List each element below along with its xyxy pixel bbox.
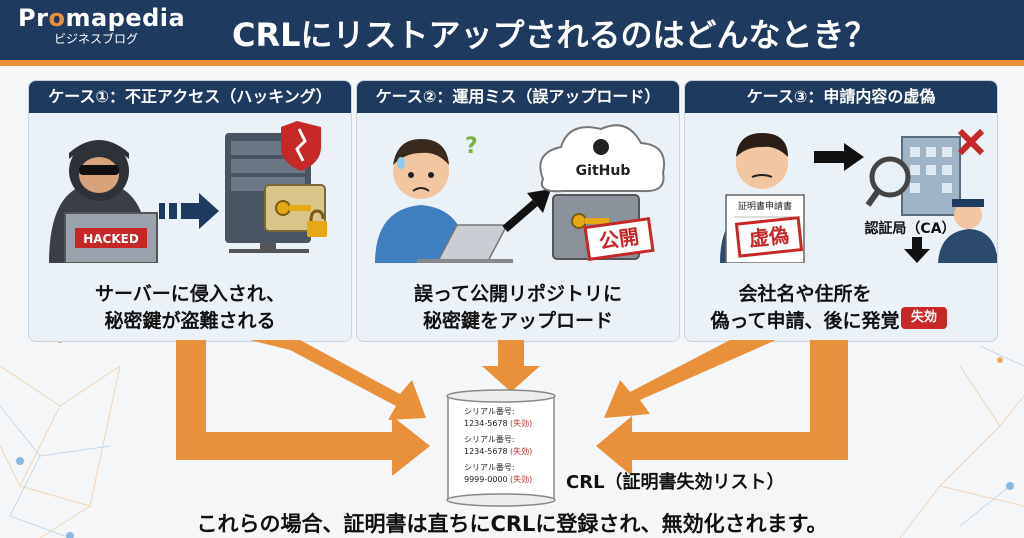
case-heading: ケース②：運用ミス（誤アップロード） bbox=[357, 81, 679, 113]
ca-label: 認証局（CA） bbox=[864, 220, 955, 237]
case-panel-false-application: ケース③：申請内容の虚偽 証明書申請書 虚偽 bbox=[684, 80, 998, 342]
header-bar bbox=[0, 0, 1024, 66]
crl-label: CRL（証明書失効リスト） bbox=[566, 472, 785, 493]
arrow-from-case1 bbox=[176, 340, 430, 476]
page-title: CRLにリストアップされるのはどんなとき？ bbox=[232, 16, 877, 54]
svg-text:虚偽: 虚偽 bbox=[748, 223, 790, 251]
laptop-hacked-text: HACKED bbox=[83, 232, 139, 246]
case-description: 誤って公開リポジトリに 秘密鍵をアップロード bbox=[413, 283, 623, 332]
crl-entry-status: (失効) bbox=[510, 418, 532, 428]
crl-entry-label: シリアル番号: bbox=[464, 462, 515, 472]
false-application-illustration: 証明書申請書 虚偽 bbox=[720, 128, 997, 263]
crl-entry-serial: 1234-5678 bbox=[464, 419, 508, 428]
header-accent-stripe bbox=[0, 60, 1024, 66]
arrow-from-case1-diagonal bbox=[250, 340, 426, 420]
arrow-right-icon bbox=[159, 193, 219, 229]
crl-entry-status: (失効) bbox=[510, 446, 532, 456]
arrow-from-case2 bbox=[482, 340, 540, 392]
case-description: 会社名や住所を 偽って申請、後に発覚 bbox=[710, 283, 900, 332]
case-heading: ケース③：申請内容の虚偽 bbox=[685, 81, 997, 113]
crl-scroll-icon bbox=[446, 389, 556, 507]
ca-building-icon bbox=[901, 136, 961, 216]
broken-shield-icon bbox=[281, 121, 321, 171]
brand-name: Promapedia bbox=[18, 4, 186, 32]
red-x-icon bbox=[957, 128, 985, 156]
case-heading: ケース①：不正アクセス（ハッキング） bbox=[29, 81, 351, 113]
question-mark-icon: ? bbox=[465, 134, 478, 159]
svg-text:公開: 公開 bbox=[598, 224, 641, 253]
hacking-illustration: HACKED bbox=[49, 121, 327, 263]
brand-logo[interactable]: Promapedia ビジネスブログ bbox=[18, 4, 185, 47]
svg-text:証明書申請書: 証明書申請書 bbox=[738, 200, 792, 212]
officer-icon bbox=[938, 199, 997, 263]
false-stamp: 虚偽 bbox=[734, 216, 804, 258]
padlock-icon bbox=[307, 209, 327, 237]
crl-entry-serial: 1234-5678 bbox=[464, 447, 508, 456]
magnifier-icon bbox=[865, 156, 911, 207]
misoperation-illustration: ? GitHub 公開 bbox=[375, 124, 665, 263]
arrow-from-case3-diagonal bbox=[604, 340, 776, 418]
arrow-right-icon bbox=[814, 143, 864, 171]
crl-entry-serial: 9999-0000 bbox=[464, 475, 508, 484]
crl-entry-status: (失効) bbox=[510, 474, 532, 484]
brand-subtitle: ビジネスブログ bbox=[54, 32, 139, 46]
cloud-icon: GitHub bbox=[539, 124, 665, 193]
cloud-label: GitHub bbox=[576, 163, 631, 179]
arrow-upright-icon bbox=[502, 189, 551, 233]
case-description: サーバーに侵入され、 秘密鍵が盗難される bbox=[94, 283, 285, 332]
public-stamp: 公開 bbox=[583, 217, 655, 261]
case-panel-misoperation: ケース②：運用ミス（誤アップロード） ? GitHub bbox=[356, 80, 680, 342]
laptop-icon: HACKED bbox=[64, 212, 158, 263]
revoked-badge: 失効 bbox=[901, 307, 947, 329]
background-network-pattern bbox=[0, 337, 1024, 538]
arrow-down-icon bbox=[904, 237, 930, 263]
crl-entry-label: シリアル番号: bbox=[464, 406, 515, 416]
summary-text: これらの場合、証明書は直ちにCRLに登録され、無効化されます。 bbox=[196, 512, 828, 536]
crl-entry-label: シリアル番号: bbox=[464, 434, 515, 444]
arrow-from-case3 bbox=[596, 340, 848, 476]
